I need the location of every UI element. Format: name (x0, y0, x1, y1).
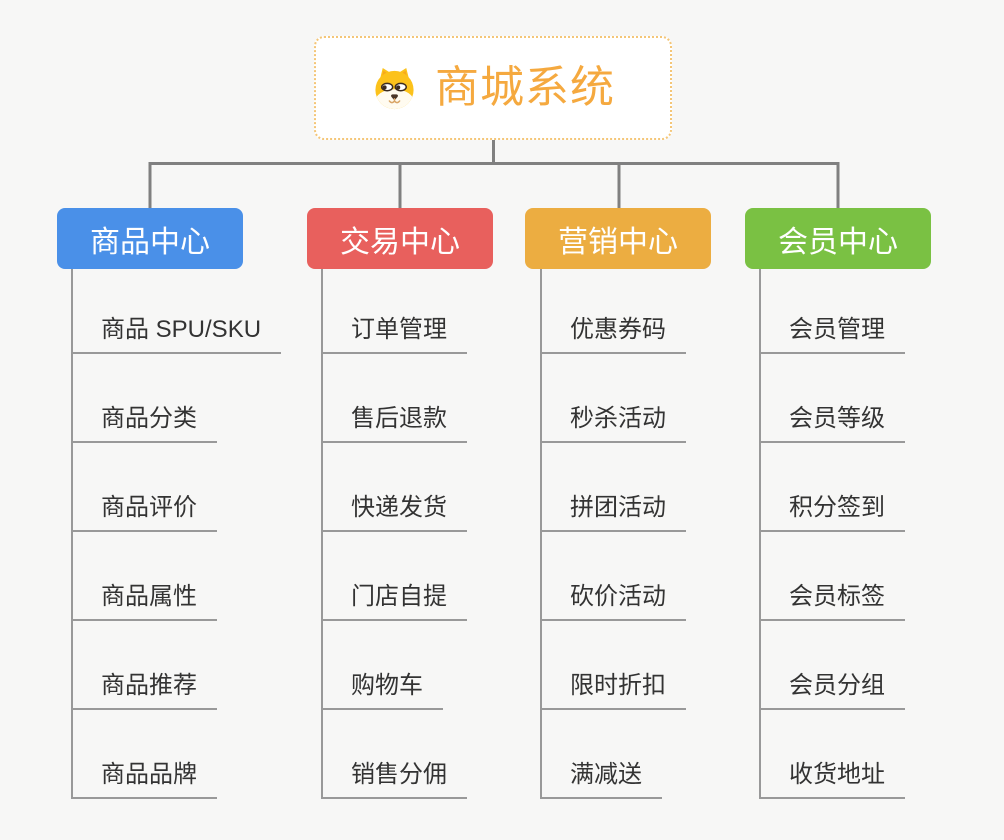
leaf-node[interactable]: 拼团活动 (540, 492, 686, 532)
branch-node-marketing-center[interactable]: 营销中心 (525, 208, 711, 269)
branch-node-product-center[interactable]: 商品中心 (57, 208, 243, 269)
root-node[interactable]: 商城系统 (314, 36, 672, 140)
branch-trunk-line (71, 269, 73, 799)
leaf-node[interactable]: 门店自提 (321, 581, 467, 621)
leaf-node[interactable]: 商品 SPU/SKU (71, 314, 282, 354)
leaf-node[interactable]: 秒杀活动 (540, 403, 686, 443)
leaf-node[interactable]: 积分签到 (759, 492, 905, 532)
root-node-title: 商城系统 (435, 63, 615, 112)
leaf-node[interactable]: 商品分类 (71, 403, 217, 443)
leaf-node[interactable]: 购物车 (321, 670, 443, 710)
leaf-node[interactable]: 会员管理 (759, 314, 905, 354)
branch-trunk-line (321, 269, 323, 799)
leaf-node[interactable]: 售后退款 (321, 403, 467, 443)
branch-trunk-line (540, 269, 542, 799)
leaf-node[interactable]: 商品属性 (71, 581, 217, 621)
branch-node-trade-center[interactable]: 交易中心 (307, 208, 493, 269)
leaf-node[interactable]: 商品推荐 (71, 670, 217, 710)
leaf-node[interactable]: 收货地址 (759, 759, 905, 799)
leaf-node[interactable]: 快递发货 (321, 492, 467, 532)
leaf-node[interactable]: 限时折扣 (540, 670, 686, 710)
leaf-node[interactable]: 订单管理 (321, 314, 467, 354)
leaf-node[interactable]: 会员分组 (759, 670, 905, 710)
branch-trunk-line (759, 269, 761, 799)
leaf-node[interactable]: 砍价活动 (540, 581, 686, 621)
leaf-node[interactable]: 会员等级 (759, 403, 905, 443)
leaf-node[interactable]: 优惠券码 (540, 314, 686, 354)
leaf-node[interactable]: 销售分佣 (321, 759, 467, 799)
dog-face-icon (375, 67, 414, 109)
leaf-node[interactable]: 商品评价 (71, 492, 217, 532)
leaf-node[interactable]: 满减送 (540, 759, 662, 799)
branch-node-member-center[interactable]: 会员中心 (745, 208, 931, 269)
leaf-node[interactable]: 商品品牌 (71, 759, 217, 799)
leaf-node[interactable]: 会员标签 (759, 581, 905, 621)
